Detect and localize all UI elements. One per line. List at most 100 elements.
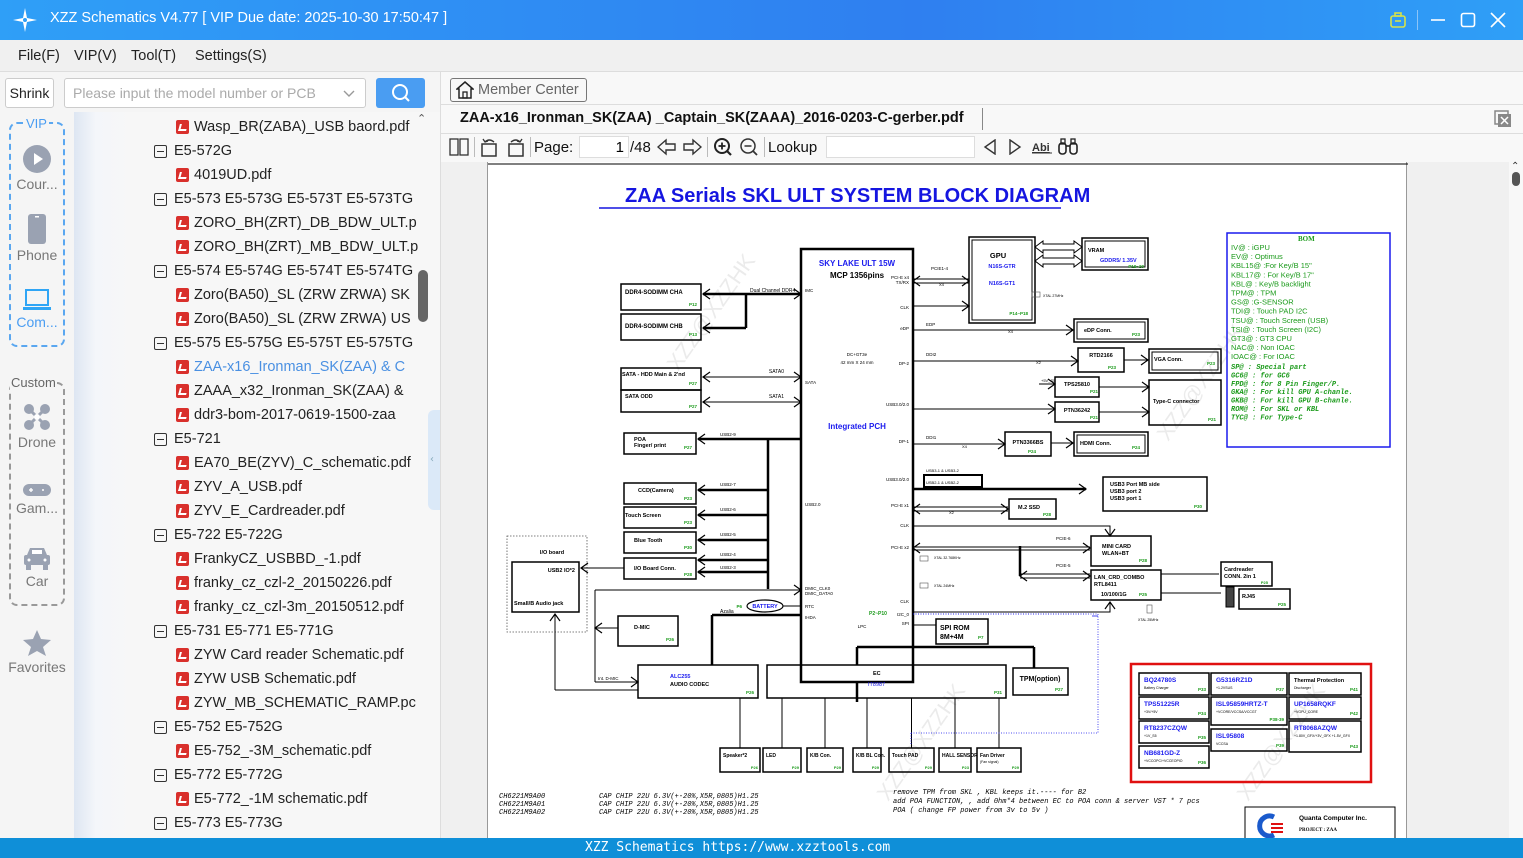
match-case-button[interactable]: Abi [1030,136,1054,158]
tree-file[interactable]: franky_cz_czl-2_20150226.pdf [176,571,392,595]
rotate-right-button[interactable] [505,136,527,158]
rail-item-games[interactable]: Gam... [0,482,74,516]
tree-group[interactable]: E5-573 E5-573G E5-573T E5-573TG [154,187,413,211]
pdf-viewer[interactable]: ZAA Serials SKL ULT SYSTEM BLOCK DIAGRAM… [441,162,1509,838]
schematic-label: USB2-6 [720,507,736,512]
tree-file[interactable]: Wasp_BR(ZABA)_USB baord.pdf [176,115,409,139]
rail-item-label: Phone [16,247,58,263]
zoom-in-button[interactable] [712,136,734,158]
tree-file[interactable]: ZYV_A_USB.pdf [176,475,302,499]
revision-note: add POA FUNCTION, , add 0hm*4 between EC… [893,798,1200,806]
collapse-icon[interactable] [154,144,167,158]
collapse-icon[interactable] [154,816,167,830]
search-button[interactable] [376,78,425,108]
tree-scroll-up-icon[interactable]: ⌃ [417,112,427,125]
tree-file[interactable]: FrankyCZ_USBBD_-1.pdf [176,547,361,571]
tree-file[interactable]: ZYW Card reader Schematic.pdf [176,643,404,667]
prev-page-button[interactable] [656,136,678,158]
maximize-button[interactable] [1456,8,1480,32]
rail-item-courses[interactable]: Cour... [0,144,74,192]
tree-file[interactable]: ZYW_MB_SCHEMATIC_RAMP.pc [176,691,416,715]
model-search-combo[interactable] [64,78,366,108]
tree-group[interactable]: E5-773 E5-773G [154,811,283,835]
arrow-head [1078,483,1088,495]
menu-tool[interactable]: Tool(T) [131,48,177,64]
collapse-icon[interactable] [154,528,167,542]
zoom-out-button[interactable] [738,136,760,158]
two-page-view-button[interactable] [448,136,470,158]
find-all-button[interactable] [1057,136,1079,158]
shrink-button[interactable]: Shrink [5,78,54,108]
toolbar-separator [764,137,765,157]
collapse-icon[interactable] [154,264,167,278]
tree-file[interactable]: ZORO_BH(ZRT)_DB_BDW_ULT.p [176,211,417,235]
collapse-icon[interactable] [154,624,167,638]
tree-group[interactable]: E5-572G [154,139,232,163]
tree-file[interactable]: franky_cz_czl-3m_20150512.pdf [176,595,404,619]
tree-file[interactable]: ZORO_BH(ZRT)_MB_BDW_ULT.p [176,235,418,259]
tree-group[interactable]: E5-731 E5-771 E5-771G [154,619,334,643]
tree-file[interactable]: ZYW USB Schematic.pdf [176,667,356,691]
tree-file[interactable]: ZAA-x16_Ironman_SK(ZAA) & C [176,355,405,379]
next-page-button[interactable] [681,136,703,158]
rail-item-drone[interactable]: Drone [0,402,74,450]
find-next-button[interactable] [1005,136,1025,158]
tree-group[interactable]: E5-575 E5-575G E5-575T E5-575TG [154,331,413,355]
document-tab[interactable]: ZAA-x16_Ironman_SK(ZAA) _Captain_SK(ZAAA… [460,110,964,126]
collapse-icon[interactable] [154,720,167,734]
tree-file[interactable]: Zoro(BA50)_SL (ZRW ZRWA) US [176,307,411,331]
menu-file[interactable]: File(F) [18,48,60,64]
rail-item-computer[interactable]: Com... [0,288,74,330]
rail-item-car[interactable]: Car [0,545,74,589]
rail-item-phone[interactable]: Phone [0,213,74,263]
page-number-input[interactable] [579,136,629,158]
tree-item-label: ZYW_MB_SCHEMATIC_RAMP.pc [194,695,416,711]
model-search-input[interactable] [73,85,335,101]
rail-item-favorites[interactable]: Favorites [0,629,74,675]
schematic-label: SPI ROM [940,625,970,632]
ccd-block [623,482,697,505]
tree-file[interactable]: Zoro(BA50)_SL (ZRW ZRWA) SK [176,283,410,307]
briefcase-button[interactable] [1386,8,1410,32]
lookup-input[interactable] [826,136,975,158]
schematic-label: DDI1 [926,435,937,440]
collapse-icon[interactable] [154,768,167,782]
tree-file[interactable]: ZYV_E_Cardreader.pdf [176,499,345,523]
chevron-down-icon[interactable] [343,88,355,100]
tree-file[interactable]: EA70_BE(ZYV)_C_schematic.pdf [176,451,411,475]
viewer-scroll-thumb[interactable] [1512,172,1520,186]
tree-file[interactable]: E5-752_-3M_schematic.pdf [176,739,371,763]
tree-file[interactable]: 4019UD.pdf [176,163,271,187]
collapse-panel-handle[interactable]: ‹ [428,410,440,510]
bom-entry: IV@ : iGPU [1231,243,1270,252]
scroll-up-icon[interactable]: ⌃ [1511,161,1520,172]
tree-file[interactable]: ddr3-bom-2017-0619-1500-zaa [176,403,396,427]
tree-group[interactable]: E5-722 E5-722G [154,523,283,547]
schematic-label: P28 [1139,558,1148,563]
rotate-left-button[interactable] [478,136,500,158]
viewer-scrollbar[interactable]: ⌃ [1509,161,1523,838]
tree-group[interactable]: E5-574 E5-574G E5-574T E5-574TG [154,259,413,283]
power-ic-block [1138,672,1210,696]
menu-settings[interactable]: Settings(S) [195,48,267,64]
collapse-icon[interactable] [154,432,167,446]
collapse-icon[interactable] [154,192,167,206]
spi-rom-block [935,618,989,645]
member-center-label: Member Center [478,82,579,98]
tree-group[interactable]: E5-721 [154,427,221,451]
tree-file[interactable]: ZAAA_x32_Ironman_SK(ZAA) & [176,379,404,403]
find-prev-button[interactable] [980,136,1000,158]
close-button[interactable] [1486,8,1510,32]
tree-group[interactable]: E5-752 E5-752G [154,715,283,739]
pdf-file-icon [176,384,189,398]
minimize-button[interactable] [1426,8,1450,32]
tree-scrollbar-thumb[interactable] [418,270,428,322]
menu-vip[interactable]: VIP(V) [74,48,117,64]
tree-file[interactable]: E5-772_-1M schematic.pdf [176,787,367,811]
close-all-tabs-icon[interactable] [1494,110,1512,128]
tree-group[interactable]: E5-772 E5-772G [154,763,283,787]
member-center-button[interactable]: Member Center [450,78,587,102]
collapse-icon[interactable] [154,336,167,350]
quanta-logo [1257,813,1276,838]
